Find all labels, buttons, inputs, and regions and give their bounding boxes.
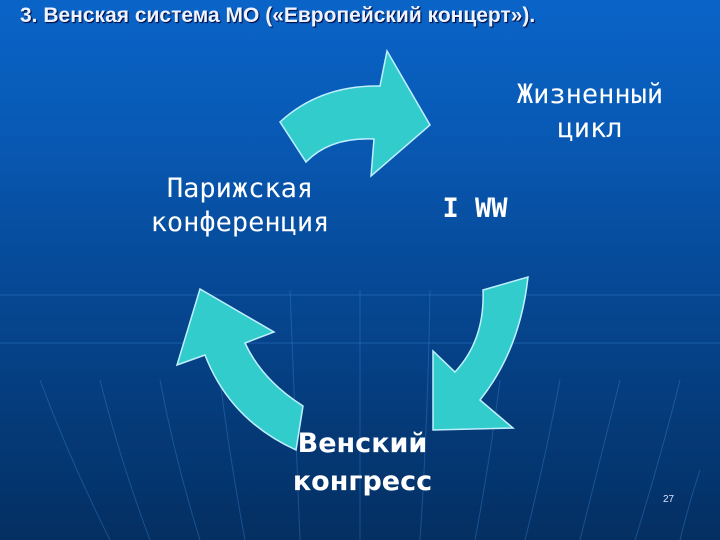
node-paris-conference: Парижская конференция	[105, 172, 375, 240]
arrow-up-left-icon	[175, 287, 304, 452]
arrow-right-icon	[279, 48, 431, 178]
node-vienna-line1: Венский	[297, 428, 428, 459]
node-vienna-line2: конгресс	[292, 466, 433, 497]
node-ww1-line1: I WW	[442, 193, 508, 224]
node-ww1: I WW	[410, 192, 540, 226]
node-lifecycle-line1: Жизненный	[516, 79, 664, 110]
node-vienna-congress: Венский конгресс	[270, 425, 455, 501]
arrow-down-left-icon	[432, 275, 529, 431]
slide-title: 3. Венская система МО («Европейский конц…	[20, 4, 536, 27]
node-lifecycle: Жизненный цикл	[480, 78, 700, 146]
node-paris-line1: Парижская	[166, 173, 314, 204]
node-paris-line2: конференция	[150, 207, 330, 238]
node-lifecycle-line2: цикл	[557, 113, 623, 144]
page-number: 27	[663, 494, 675, 505]
